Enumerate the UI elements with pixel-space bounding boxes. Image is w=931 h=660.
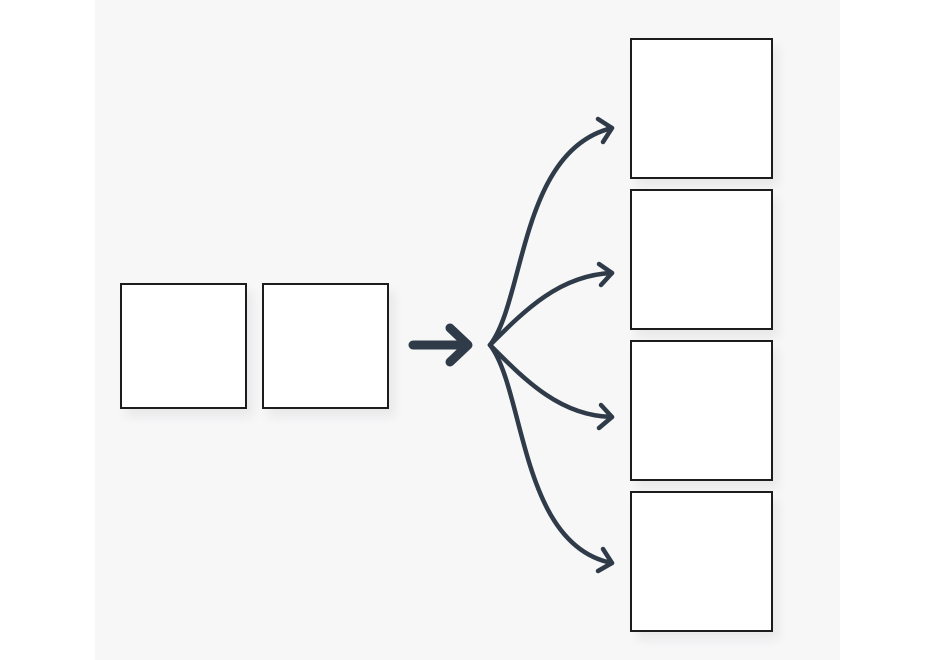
output-box-3 [630,340,773,481]
branch-arrowhead-3 [596,402,615,431]
right-arrow-icon [408,323,473,367]
input-box-1 [120,283,247,409]
branching-arrows-icon [487,116,615,574]
branch-arrowhead-2 [596,261,615,288]
branch-arrow-3 [487,342,615,420]
input-box-2 [262,283,389,409]
branch-arrowhead-4 [595,546,615,574]
output-box-1 [630,38,773,179]
output-box-2 [630,189,773,330]
branch-arrow-2 [487,270,615,348]
branch-arrow-4 [487,342,615,566]
branch-arrow-1 [487,125,615,348]
branch-arrowhead-1 [595,116,615,145]
output-box-4 [630,491,773,632]
